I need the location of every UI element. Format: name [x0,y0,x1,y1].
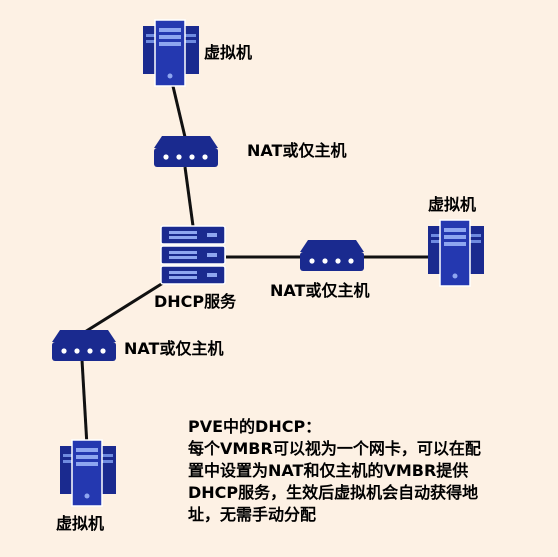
dhcp-note: PVE中的DHCP： 每个VMBR可以视为一个网卡，可以在配 置中设置为NAT和… [188,416,550,526]
note-line: 址，无需手动分配 [188,505,317,524]
nat-right-icon [300,240,364,271]
vm-top-label: 虚拟机 [204,43,253,62]
note-line: 置中设置为NAT和仅主机的VMBR提供 [188,461,469,480]
note-line: 每个VMBR可以视为一个网卡，可以在配 [188,439,481,458]
note-line: DHCP服务，生效后虚拟机会自动获得地 [188,483,479,502]
vm-top-icon [143,19,199,87]
link-vm-top-nat-top [170,81,187,138]
vm-bottom-icon [60,439,116,507]
nat-left-icon [52,330,116,361]
dhcp-label: DHCP服务 [154,292,237,311]
vm-right-label: 虚拟机 [428,195,477,214]
vm-bottom-label: 虚拟机 [56,514,105,533]
link-dhcp-nat-left [79,281,164,337]
note-line: PVE中的DHCP： [188,417,322,436]
vm-right-icon [428,219,484,287]
nat-left-label: NAT或仅主机 [124,339,224,358]
link-nat-left-vm-bottom [80,359,89,447]
link-nat-top-dhcp [183,166,195,227]
nat-top-icon [154,136,218,167]
nat-top-label: NAT或仅主机 [247,141,347,160]
dhcp-server-icon [160,225,226,285]
nat-right-label: NAT或仅主机 [270,281,370,300]
